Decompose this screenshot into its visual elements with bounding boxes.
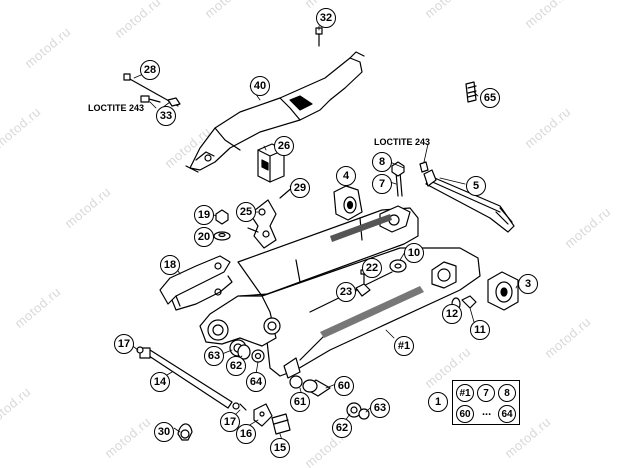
washer-64 [251, 349, 265, 363]
nut-19 [215, 209, 229, 225]
callout-64: 64 [246, 372, 266, 392]
bolt-17a [136, 346, 144, 354]
callout-3: 3 [518, 274, 538, 294]
callout-29: 29 [290, 178, 310, 198]
callout-10: 10 [404, 243, 424, 263]
washer-20 [213, 231, 231, 241]
pivot-axle-14 [139, 347, 240, 410]
callout-61: 61 [290, 392, 310, 412]
callout-hash1: #1 [394, 336, 414, 356]
callout-23: 23 [336, 282, 356, 302]
callout-26: 26 [274, 136, 294, 156]
bolt-33 [140, 95, 161, 103]
grease-nipple-65 [465, 81, 477, 103]
legend-item-8: 8 [498, 384, 516, 402]
callout-4: 4 [336, 166, 356, 186]
bolt-17b [239, 403, 247, 411]
loctite-label-right: LOCTITE 243 [374, 137, 431, 147]
part-group-legend: #1 7 8 60 ... 64 [452, 380, 520, 425]
legend-item-60: 60 [456, 405, 474, 423]
pin-7 [391, 161, 405, 197]
callout-20: 20 [194, 227, 214, 247]
cap-15 [271, 413, 291, 435]
callout-25: 25 [236, 202, 256, 222]
callout-11: 11 [470, 320, 490, 340]
callout-18: 18 [160, 255, 180, 275]
legend-item-hash1: #1 [456, 384, 474, 402]
clip-16 [253, 403, 273, 427]
swingarm-axle-5 [423, 169, 515, 233]
screw-32 [315, 27, 323, 47]
chain-guard-part [185, 51, 365, 173]
callout-63b: 63 [370, 398, 390, 418]
sleeve-61 [289, 375, 303, 389]
callout-8: 8 [372, 152, 392, 172]
callout-22: 22 [362, 258, 382, 278]
callout-19: 19 [194, 205, 214, 225]
callout-17a: 17 [114, 334, 134, 354]
callout-65: 65 [480, 88, 500, 108]
loctite-label-left: LOCTITE 243 [88, 103, 145, 113]
swingarm-part [199, 205, 481, 379]
legend-item-7: 7 [477, 384, 495, 402]
callout-7: 7 [372, 174, 392, 194]
callout-1: 1 [428, 392, 448, 412]
callout-40: 40 [250, 76, 270, 96]
callout-5: 5 [466, 176, 486, 196]
legend-item-64: 64 [498, 405, 516, 423]
legend-ellipsis: ... [482, 406, 492, 418]
callout-16: 16 [236, 424, 256, 444]
pin-11 [461, 295, 477, 309]
callout-17b: 17 [220, 412, 240, 432]
bushing-60 [302, 379, 331, 397]
chain-slider-18 [159, 255, 233, 311]
callout-62b: 62 [332, 418, 352, 438]
washer-64-inner [254, 352, 262, 360]
callout-30: 30 [154, 422, 174, 442]
clamp-30 [177, 423, 193, 441]
callout-62a: 62 [226, 356, 246, 376]
callout-32: 32 [316, 8, 336, 28]
bushing-62b-inner [350, 406, 358, 414]
callout-15: 15 [270, 438, 290, 458]
bushing-10 [389, 259, 407, 273]
callout-33: 33 [156, 106, 176, 126]
bearing-3 [487, 271, 519, 311]
bearing-block-4 [333, 185, 363, 221]
callout-63a: 63 [204, 346, 224, 366]
callout-12: 12 [442, 304, 462, 324]
washer-33 [167, 97, 181, 107]
nut-8 [419, 161, 429, 173]
callout-60: 60 [334, 376, 354, 396]
clip-23 [355, 283, 371, 297]
callout-14: 14 [150, 372, 170, 392]
callout-28: 28 [140, 60, 160, 80]
